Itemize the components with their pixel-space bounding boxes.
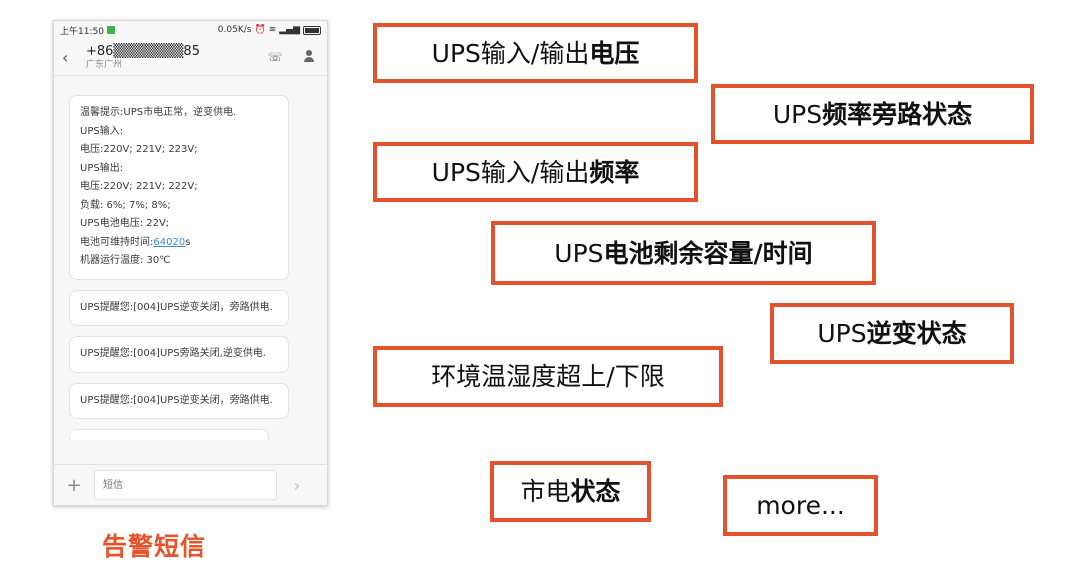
sms-input[interactable] bbox=[94, 470, 277, 500]
add-attachment-icon[interactable]: + bbox=[66, 474, 82, 496]
message-line: 电压:220V; 221V; 223V; bbox=[80, 144, 198, 155]
tag-text-plain: UPS输入/输出 bbox=[431, 38, 590, 68]
contact-number: +86▒▒▒▒▒▒▒85 bbox=[86, 43, 200, 59]
back-arrow-icon[interactable]: ‹ bbox=[62, 47, 69, 67]
network-speed: 0.05K/s bbox=[217, 25, 252, 35]
tag-text-plain: UPS bbox=[554, 238, 604, 268]
contact-location: 广东广州 bbox=[86, 59, 123, 70]
message-bubble[interactable]: UPS提醒您:[004]UPS逆变关闭，旁路供电. bbox=[69, 382, 289, 419]
message-line: UPS输出: bbox=[80, 162, 124, 174]
message-list[interactable]: 温馨提示:UPS市电正常，逆变供电. UPS输入: 电压:220V; 221V;… bbox=[54, 81, 327, 465]
header-divider bbox=[54, 75, 327, 76]
message-bubble-partial[interactable] bbox=[69, 429, 269, 440]
tag-text-bold: 电压 bbox=[589, 38, 640, 68]
tag-more: more... bbox=[723, 475, 878, 536]
contact-info: +86▒▒▒▒▒▒▒85 广东广州 bbox=[86, 44, 251, 71]
compose-bar: + › bbox=[54, 464, 327, 505]
tag-text-bold: 状态 bbox=[570, 477, 621, 506]
tag-text-plain: 环境温湿度超上/下限 bbox=[431, 362, 665, 391]
wifi-icon: ≋ bbox=[268, 25, 277, 35]
alarm-icon: ⏰ bbox=[254, 25, 266, 35]
message-line: 电压:220V; 221V; 222V; bbox=[80, 181, 198, 192]
tag-text-bold: 电池剩余容量/时间 bbox=[603, 238, 813, 268]
message-line-temperature: 机器运行温度: 30℃ bbox=[80, 255, 171, 266]
contact-details-button[interactable] bbox=[299, 49, 319, 65]
message-line: UPS电池电压: 22V; bbox=[80, 218, 170, 229]
battery-time-label: 电池可维持时间: bbox=[80, 236, 154, 248]
send-arrow-icon[interactable]: › bbox=[293, 475, 301, 495]
tag-text-plain: UPS bbox=[817, 319, 867, 348]
message-bubble[interactable]: UPS提醒您:[004]UPS逆变关闭，旁路供电. bbox=[69, 289, 289, 326]
tag-ups-io-frequency: UPS输入/输出频率 bbox=[373, 142, 698, 202]
battery-time-line: 电池可维持时间:64020s bbox=[80, 234, 278, 253]
message-line: 温馨提示:UPS市电正常，逆变供电. bbox=[80, 107, 237, 118]
tag-ups-io-voltage: UPS输入/输出电压 bbox=[373, 23, 698, 83]
tag-environment: 环境温湿度超上/下限 bbox=[373, 346, 723, 407]
message-text: UPS提醒您:[004]UPS旁路关闭,逆变供电. bbox=[80, 348, 267, 359]
tag-text-plain: 市电 bbox=[520, 477, 571, 506]
call-icon[interactable]: ☏ bbox=[267, 50, 283, 64]
message-text: UPS提醒您:[004]UPS逆变关闭，旁路供电. bbox=[80, 301, 273, 313]
sms-phone-screenshot: 上午11:50 0.05K/s ⏰ ≋ ▂▄▆ ‹ +86▒▒▒▒▒▒▒85 广… bbox=[53, 20, 328, 506]
tag-text-plain: UPS输入/输出 bbox=[431, 157, 590, 187]
tag-text-bold: 频率旁路状态 bbox=[822, 99, 973, 129]
battery-icon bbox=[303, 25, 321, 35]
message-line: UPS输入: bbox=[80, 125, 124, 137]
message-bubble-status[interactable]: 温馨提示:UPS市电正常，逆变供电. UPS输入: 电压:220V; 221V;… bbox=[69, 95, 289, 280]
message-bubble[interactable]: UPS提醒您:[004]UPS旁路关闭,逆变供电. bbox=[69, 336, 289, 373]
tag-text-plain: more... bbox=[756, 491, 845, 520]
status-time: 上午11:50 bbox=[60, 26, 104, 37]
conversation-header: ‹ +86▒▒▒▒▒▒▒85 广东广州 ☏ bbox=[54, 39, 327, 75]
tag-text-plain: UPS bbox=[772, 99, 823, 129]
person-icon bbox=[304, 49, 314, 62]
tag-mains: 市电状态 bbox=[490, 461, 651, 522]
app-notification-icon bbox=[106, 26, 115, 34]
battery-time-link[interactable]: 64020 bbox=[153, 236, 186, 248]
caption-alarm-sms: 告警短信 bbox=[102, 532, 207, 561]
signal-icon: ▂▄▆ bbox=[279, 25, 300, 35]
status-bar: 上午11:50 0.05K/s ⏰ ≋ ▂▄▆ bbox=[54, 21, 327, 39]
tag-text-bold: 频率 bbox=[589, 157, 640, 187]
message-text: UPS提醒您:[004]UPS逆变关闭，旁路供电. bbox=[80, 394, 273, 406]
tag-text-bold: 逆变状态 bbox=[866, 319, 967, 348]
message-line: 负载: 6%; 7%; 8%; bbox=[80, 199, 171, 211]
battery-time-unit: s bbox=[185, 236, 191, 248]
